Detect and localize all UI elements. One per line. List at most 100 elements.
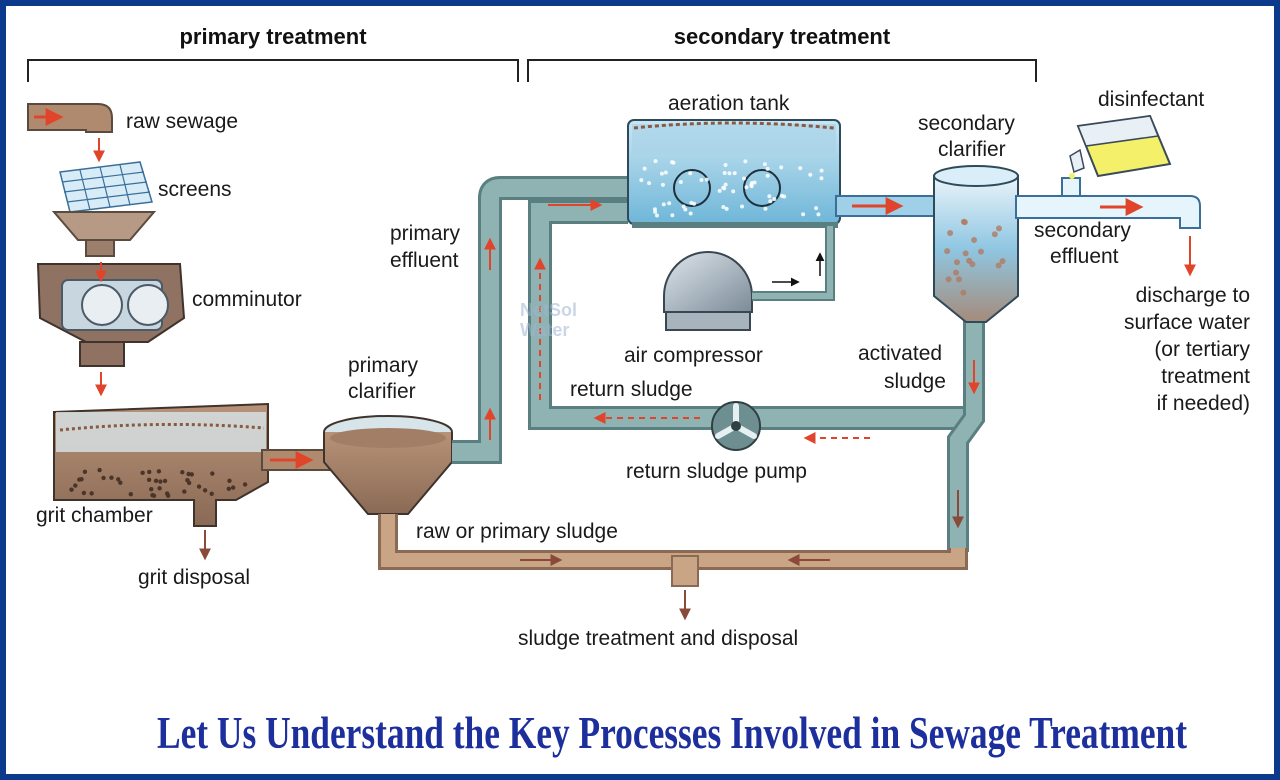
watermark-line-2: Water [520, 320, 569, 340]
aeration-bubble [653, 209, 658, 214]
raw-or-primary-sludge-label: raw or primary sludge [416, 520, 618, 543]
secondary-treatment-bracket [527, 59, 1037, 82]
sludge-particle [954, 259, 961, 266]
aeration-bubble [723, 182, 728, 187]
aeration-tank-label: aeration tank [668, 92, 790, 115]
activated-sludge-label-1: activated [858, 342, 942, 365]
aeration-bubble [678, 180, 683, 185]
secondary-effluent-pipe [1015, 177, 1201, 229]
grit-particle [209, 491, 214, 496]
diagram-frame: primary treatment secondary treatment ra… [6, 6, 1274, 774]
aeration-bubble [819, 168, 824, 173]
sludge-particle [977, 248, 984, 255]
grit-particle [128, 491, 134, 497]
screens [51, 161, 157, 257]
aeration-bubble [819, 176, 824, 181]
aeration-bubble [723, 163, 728, 168]
discharge-line-5: if needed) [1157, 392, 1250, 415]
grit-particle [158, 479, 163, 484]
aeration-bubble [741, 176, 746, 181]
aeration-bubble [647, 181, 652, 186]
sludge-particle [944, 248, 951, 255]
grit-particle [81, 490, 87, 496]
aeration-bubble [798, 166, 803, 171]
discharge-line-1: discharge to [1136, 284, 1250, 307]
comminutor [36, 263, 186, 367]
raw-sewage-label: raw sewage [126, 110, 238, 133]
aeration-bubble [717, 188, 722, 193]
aeration-bubble [681, 204, 686, 209]
aeration-bubble [749, 184, 754, 189]
grit-particle [242, 482, 248, 487]
disinfectant-label: disinfectant [1098, 88, 1204, 111]
grit-particle [189, 472, 195, 477]
activated-sludge-pipe [947, 320, 985, 552]
return-sludge-pipe [528, 199, 974, 444]
grit-particle [89, 491, 94, 496]
aeration-bubble [779, 165, 784, 170]
grit-particle [82, 469, 88, 474]
aeration-bubble [670, 213, 675, 218]
sludge-particle [991, 231, 998, 238]
sludge-particle [969, 261, 976, 268]
secondary-clarifier [933, 165, 1019, 323]
grit-particle [77, 477, 82, 482]
secondary-treatment-header: secondary treatment [674, 24, 891, 49]
netsol-watermark-logo: NetSol Water [520, 300, 577, 340]
sludge-collection-pipe [378, 514, 968, 587]
sludge-particle [962, 250, 969, 257]
grit-particle [162, 478, 168, 484]
sludge-particle [996, 225, 1003, 232]
grit-particle [151, 493, 157, 498]
aeration-bubble [699, 178, 704, 183]
aeration-bubble [639, 178, 644, 183]
secondary-clarifier-label-1: secondary [918, 112, 1015, 135]
primary-effluent-label-2: effluent [390, 249, 459, 272]
watermark-line-1: NetSol [520, 300, 577, 320]
aeration-bubble [808, 172, 813, 177]
grit-particle [109, 475, 114, 480]
grit-particle [118, 480, 123, 485]
return-sludge-pump-label: return sludge pump [626, 460, 807, 483]
sludge-particle [971, 237, 978, 244]
aeration-bubble [763, 206, 768, 211]
aeration-bubble [659, 171, 664, 176]
grit-particle [73, 483, 78, 488]
grit-particle [186, 471, 191, 477]
primary-clarifier-label-1: primary [348, 354, 419, 377]
sludge-particle [947, 230, 954, 237]
grit-particle [230, 485, 236, 490]
aeration-bubble [816, 212, 821, 217]
grit-particle [140, 470, 145, 476]
aeration-to-clarifier-pipe [835, 195, 937, 217]
aeration-bubble [801, 212, 806, 217]
aeration-bubble [660, 182, 665, 187]
aeration-bubble [721, 185, 726, 190]
disinfectant-bottle [1069, 114, 1172, 179]
aeration-bubble [661, 202, 666, 207]
aeration-bubble [814, 206, 819, 211]
aeration-bubble [752, 180, 757, 185]
aeration-bubble [653, 159, 658, 164]
grit-particle [210, 471, 215, 476]
grit-particle [165, 493, 171, 498]
grit-particle [202, 488, 208, 493]
aeration-bubble [724, 206, 729, 211]
sludge-treatment-label: sludge treatment and disposal [518, 627, 798, 650]
grit-particle [147, 469, 152, 475]
pipe-grit-to-clarifier [261, 449, 331, 471]
aeration-bubble [670, 160, 675, 165]
grit-chamber [53, 402, 269, 527]
aeration-bubble [765, 173, 770, 178]
aeration-bubble [767, 194, 772, 199]
aeration-bubble [663, 170, 668, 175]
air-compressor [663, 226, 835, 331]
grit-particle [153, 478, 159, 483]
grit-particle [196, 484, 202, 489]
aeration-bubble [732, 171, 737, 176]
sludge-particle [960, 289, 967, 296]
aeration-bubble [772, 197, 777, 202]
aeration-bubble [762, 162, 767, 167]
sludge-particle [995, 262, 1002, 269]
grit-particle [97, 467, 102, 473]
